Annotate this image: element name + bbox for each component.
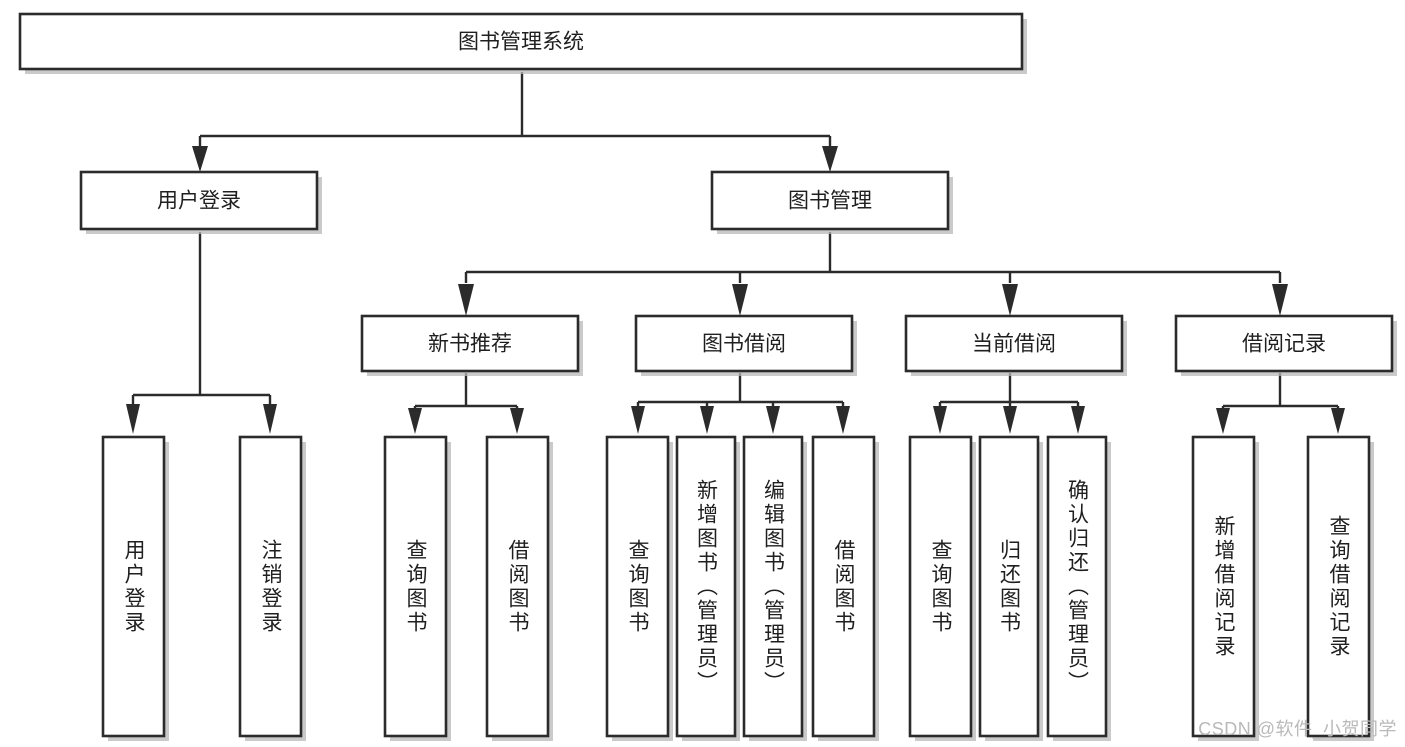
arrow-head-leaf-bb-1 [631,406,645,434]
arrow-head-to-book-borrow [732,284,748,316]
arrow-head-leaf-user-2 [263,404,277,434]
leaf-node-book-borrow-1[interactable] [605,435,673,741]
leaf-node-borrow-record-1[interactable] [1191,435,1259,741]
leaf-node-current-borrow-1[interactable] [908,435,976,741]
arrow-head-leaf-bb-2 [700,406,714,434]
leaf-book-borrow-4-box[interactable] [811,435,876,738]
leaf-node-current-borrow-3[interactable] [1046,435,1111,741]
leaf-new-book-1-box[interactable] [383,435,448,738]
leaf-node-book-borrow-3[interactable] [742,435,807,741]
arrow-head-to-current-borrow [1002,284,1018,316]
leaf-node-borrow-record-2[interactable] [1306,435,1374,741]
leaf-current-borrow-3-box[interactable] [1046,435,1108,738]
node-book-borrow-label: 图书借阅 [702,333,786,356]
connector-group [126,72,1345,434]
node-current-borrow[interactable]: 当前借阅 [904,314,1127,376]
csdn-watermark: CSDN @软件_小贺同学 [1198,719,1397,739]
node-borrow-record-label: 借阅记录 [1242,333,1326,356]
leaf-node-user-login-1[interactable] [101,435,169,741]
leaf-node-book-borrow-4[interactable] [811,435,879,741]
arrow-head-leaf-cb-2 [1003,406,1017,434]
leaf-book-borrow-1-box[interactable] [605,435,670,738]
leaf-current-borrow-1-box[interactable] [908,435,973,738]
node-root-label: 图书管理系统 [458,31,584,54]
node-book-management[interactable]: 图书管理 [710,170,953,234]
leaf-book-borrow-3-box[interactable] [742,435,804,738]
leaf-current-borrow-2-box[interactable] [978,435,1040,738]
node-new-book-recommend[interactable]: 新书推荐 [360,314,583,376]
arrow-head-to-book-mgmt [822,146,838,172]
node-root-box[interactable] [18,12,1024,71]
arrow-head-leaf-nb-2 [510,408,524,434]
node-borrow-record[interactable]: 借阅记录 [1174,314,1397,376]
node-new-book-recommend-label: 新书推荐 [428,333,512,356]
leaf-node-book-borrow-2[interactable] [675,435,740,741]
node-book-borrow-box[interactable] [634,314,854,373]
node-new-book-recommend-box[interactable] [360,314,580,373]
leaf-new-book-2-box[interactable] [485,435,550,738]
arrow-head-leaf-br-2 [1331,408,1345,434]
arrow-head-leaf-cb-3 [1071,406,1085,434]
arrow-head-leaf-bb-4 [836,406,850,434]
node-root[interactable]: 图书管理系统 [18,12,1027,74]
node-current-borrow-label: 当前借阅 [972,333,1056,356]
arrow-head-to-new-book [458,284,474,316]
arrow-head-to-borrow-record [1272,284,1288,316]
leaf-node-current-borrow-2[interactable] [978,435,1043,741]
arrow-head-leaf-cb-1 [933,406,947,434]
leaf-user-login-1-box[interactable] [101,435,166,738]
node-user-login[interactable]: 用户登录 [79,170,322,234]
leaf-node-new-book-2[interactable] [485,435,553,741]
node-current-borrow-box[interactable] [904,314,1124,373]
leaf-node-new-book-1[interactable] [383,435,451,741]
node-book-management-box[interactable] [710,170,950,231]
node-user-login-label: 用户登录 [157,190,241,213]
leaf-borrow-record-1-box[interactable] [1191,435,1256,738]
node-book-management-label: 图书管理 [788,190,872,213]
node-book-borrow[interactable]: 图书借阅 [634,314,857,376]
arrow-head-to-user-login [192,146,208,172]
arrow-head-leaf-user-1 [126,404,140,434]
leaf-user-login-2-box[interactable] [238,435,303,738]
arrow-head-leaf-nb-1 [408,408,422,434]
arrow-head-leaf-br-1 [1216,408,1230,434]
leaf-book-borrow-2-box[interactable] [675,435,737,738]
node-user-login-box[interactable] [79,170,319,231]
node-borrow-record-box[interactable] [1174,314,1394,373]
leaf-borrow-record-2-box[interactable] [1306,435,1371,738]
leaf-node-user-login-2[interactable] [238,435,306,741]
arrow-head-leaf-bb-3 [766,406,780,434]
